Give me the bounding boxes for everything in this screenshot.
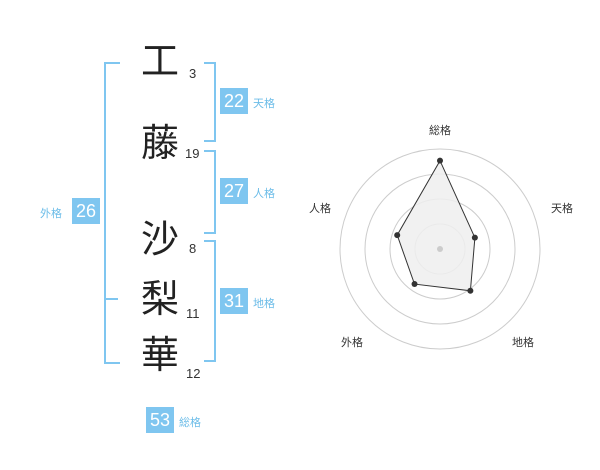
name-char-4: 梨 [140,277,179,321]
tenkaku-bracket [204,62,216,142]
name-char-1: 工 [140,39,179,83]
jinkaku-bracket [204,150,216,234]
chikaku-label: 地格 [253,297,275,310]
radar-point-3 [411,281,418,288]
axis-label-chikaku: 地格 [512,335,534,349]
stroke-count-4: 11 [186,306,200,321]
gaikaku-badge: 26 [72,198,100,224]
axis-label-gaikaku: 外格 [341,335,363,349]
tenkaku-badge: 22 [220,88,248,114]
gaikaku-tick [104,298,118,300]
radar-grid-ring [339,148,541,350]
radar-data-polygon [396,159,476,292]
soukaku-label: 総格 [179,416,201,429]
stroke-count-3: 8 [189,241,197,256]
radar-point-0 [437,157,443,164]
gaikaku-bracket [104,62,120,364]
axis-label-jinkaku: 人格 [309,201,331,215]
jinkaku-badge: 27 [220,178,248,204]
chikaku-badge: 31 [220,288,248,314]
axis-label-tenkaku: 天格 [551,201,573,215]
radar-points [394,157,478,294]
name-char-3: 沙 [140,217,179,261]
stroke-count-2: 19 [185,146,200,161]
axis-label-soukaku: 総格 [429,123,451,137]
tenkaku-label: 天格 [253,97,275,110]
radar-center-dot [437,246,443,252]
stroke-count-5: 12 [186,366,201,381]
name-char-2: 藤 [140,121,179,165]
soukaku-badge: 53 [146,407,174,433]
radar-point-4 [394,232,401,239]
chikaku-bracket [204,240,216,362]
stroke-count-1: 3 [189,66,197,81]
jinkaku-label: 人格 [253,187,275,200]
name-char-5: 華 [140,333,179,377]
gaikaku-label: 外格 [40,207,62,220]
radar-point-1 [471,234,478,241]
radar-point-2 [467,287,474,294]
